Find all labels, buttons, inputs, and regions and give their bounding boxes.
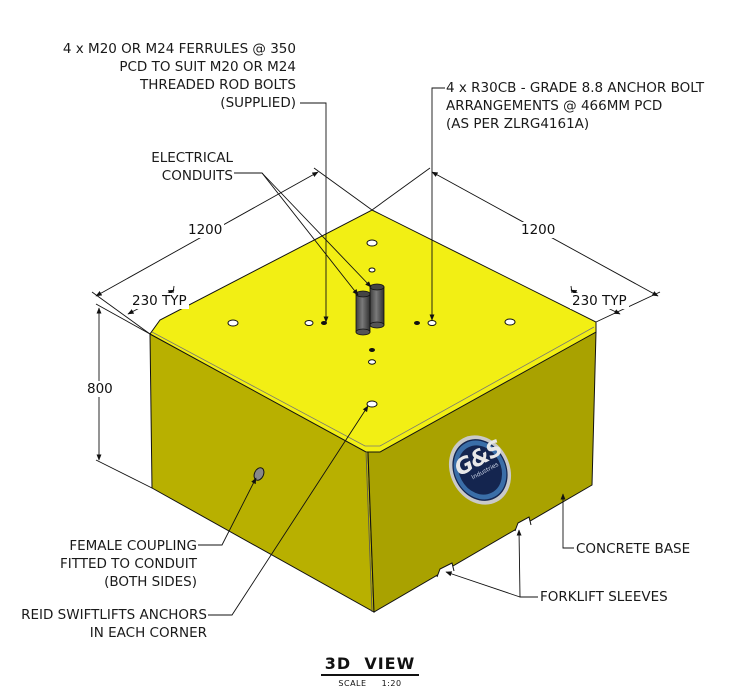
scale-label: SCALE — [338, 679, 367, 688]
dim-edge-right: 230 TYP — [570, 293, 629, 309]
leader-lines — [198, 87, 574, 616]
callout-swiftlifts: REID SWIFTLIFTS ANCHORS IN EACH CORNER — [21, 607, 207, 641]
anchor-bolt-hole — [368, 267, 376, 273]
view-scale: SCALE 1:20 — [300, 679, 440, 688]
scale-value: 1:20 — [381, 679, 402, 688]
top-face-holes — [227, 239, 516, 408]
callout-concrete-base: CONCRETE BASE — [576, 541, 691, 557]
swiftlift-anchor-left — [227, 319, 239, 327]
ferrule-hole — [369, 348, 375, 352]
electrical-conduits — [355, 283, 385, 336]
dim-width-right: 1200 — [519, 222, 558, 238]
callout-ferrules: 4 x M20 OR M24 FERRULES @ 350 PCD TO SUI… — [62, 41, 296, 111]
gs-logo — [448, 435, 512, 505]
swiftlift-anchor-right — [504, 318, 516, 326]
ferrule-hole — [414, 321, 420, 325]
swiftlift-anchor-back — [366, 239, 378, 247]
view-title-block: 3D VIEW SCALE 1:20 — [300, 654, 440, 688]
view-title: 3D VIEW — [320, 654, 420, 676]
forklift-notch-left — [436, 562, 455, 578]
anchor-bolt-hole — [368, 359, 376, 365]
top-chamfer-edge — [151, 326, 595, 447]
dim-edge-left: 230 TYP — [130, 293, 189, 309]
swiftlift-anchor-front — [366, 400, 378, 408]
callout-anchor-bolts: 4 x R30CB - GRADE 8.8 ANCHOR BOLT ARRANG… — [446, 80, 705, 132]
anchor-bolt-hole — [304, 320, 314, 326]
dim-width-left: 1200 — [186, 222, 225, 238]
callout-forklift: FORKLIFT SLEEVES — [540, 589, 668, 605]
callout-coupling: FEMALE COUPLING FITTED TO CONDUIT (BOTH … — [59, 538, 197, 590]
callout-conduits: ELECTRICAL CONDUITS — [151, 150, 233, 184]
forklift-notch-right — [514, 516, 532, 532]
anchor-bolt-hole — [427, 320, 437, 326]
dim-height: 800 — [85, 381, 115, 397]
